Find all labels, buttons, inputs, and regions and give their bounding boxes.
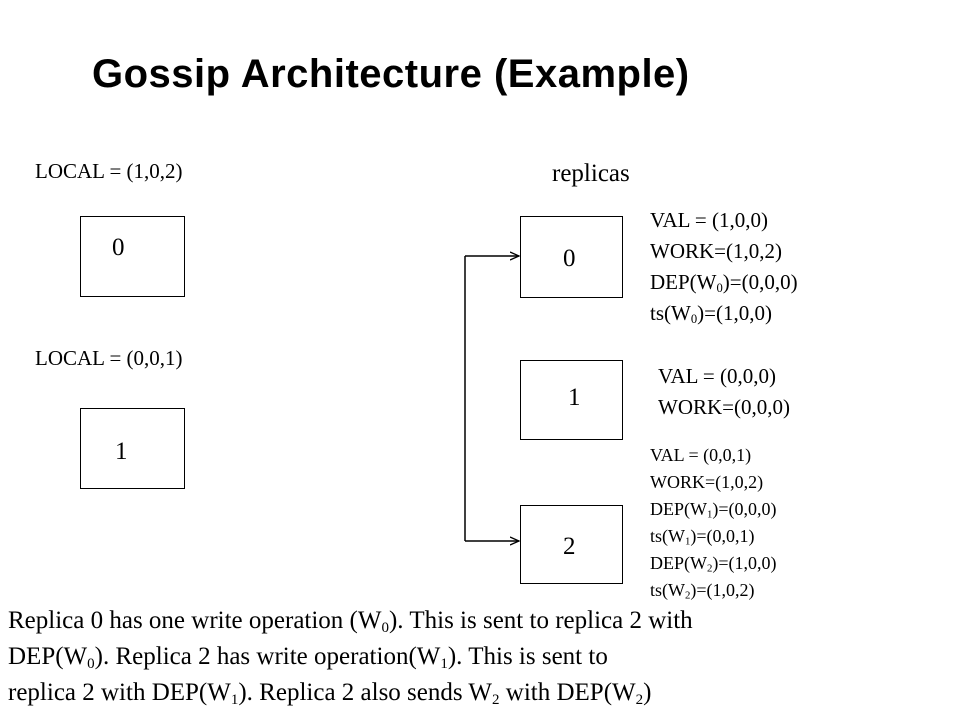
replica-0-ts: ts(W0)=(1,0,0): [650, 301, 772, 327]
slide-title: Gossip Architecture (Example): [92, 52, 690, 96]
replica-0-info: VAL = (1,0,0) WORK=(1,0,2) DEP(W0)=(0,0,…: [650, 205, 798, 329]
replica-1-work: WORK=(0,0,0): [658, 395, 790, 419]
replica-2-ts-w2: ts(W2)=(1,0,2): [650, 580, 755, 602]
explanation-caption: Replica 0 has one write operation (W0). …: [8, 603, 693, 711]
replica-2-dep-w1: DEP(W1)=(0,0,0): [650, 499, 777, 521]
replica-1-id: 1: [568, 384, 581, 411]
caption-line-2: DEP(W0). Replica 2 has write operation(W…: [8, 643, 608, 672]
replica-1-info: VAL = (0,0,0) WORK=(0,0,0): [658, 361, 790, 423]
client-1-local-label: LOCAL = (0,0,1): [35, 346, 183, 370]
replica-2-info: VAL = (0,0,1) WORK=(1,0,2) DEP(W1)=(0,0,…: [650, 442, 777, 604]
caption-line-3: replica 2 with DEP(W1). Replica 2 also s…: [8, 679, 652, 708]
client-1-id: 1: [115, 438, 128, 465]
replica-2-work: WORK=(1,0,2): [650, 472, 764, 492]
replica-0-work: WORK=(1,0,2): [650, 239, 782, 263]
replicas-label: replicas: [552, 160, 630, 187]
replica-2-dep-w2: DEP(W2)=(1,0,0): [650, 553, 777, 575]
replica-0-id: 0: [563, 245, 576, 272]
replica-2-val: VAL = (0,0,1): [650, 445, 752, 465]
client-0-local-label: LOCAL = (1,0,2): [35, 159, 183, 183]
client-1-box: 1: [80, 408, 185, 489]
replica-0-box: 0: [520, 216, 623, 298]
replica-1-box: 1: [520, 360, 623, 440]
replica-2-box: 2: [520, 505, 623, 584]
replica-2-ts-w1: ts(W1)=(0,0,1): [650, 526, 755, 548]
replica-1-val: VAL = (0,0,0): [658, 364, 777, 388]
client-0-id: 0: [112, 234, 125, 261]
replica-2-id: 2: [563, 533, 576, 560]
replica-0-dep: DEP(W0)=(0,0,0): [650, 270, 798, 296]
replica-0-val: VAL = (1,0,0): [650, 208, 769, 232]
caption-line-1: Replica 0 has one write operation (W0). …: [8, 607, 693, 636]
client-0-box: 0: [80, 216, 185, 297]
